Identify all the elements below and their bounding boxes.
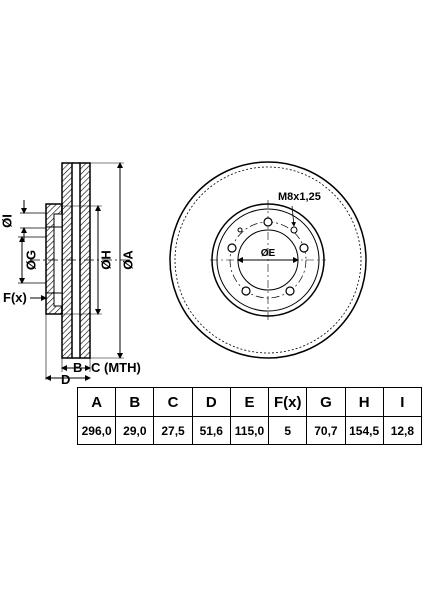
bolt-holes bbox=[227, 217, 309, 296]
value-H: 154,5 bbox=[344, 416, 384, 445]
header-E: E bbox=[229, 387, 270, 417]
dim-label-E: ØE bbox=[261, 248, 276, 259]
dim-label-G: ØG bbox=[23, 250, 38, 270]
value-C: 27,5 bbox=[153, 416, 193, 445]
header-B: B bbox=[115, 387, 155, 417]
dim-label-H: ØH bbox=[98, 250, 113, 270]
dim-label-F: F(x) bbox=[3, 290, 27, 305]
value-E: 115,0 bbox=[229, 416, 270, 445]
dim-label-A: ØA bbox=[120, 250, 135, 270]
value-D: 51,6 bbox=[191, 416, 231, 445]
value-G: 70,7 bbox=[306, 416, 346, 445]
bolt-thread-label: M8x1,25 bbox=[278, 191, 321, 203]
dim-label-I: ØI bbox=[0, 214, 14, 228]
value-I: 12,8 bbox=[382, 416, 423, 445]
header-I: I bbox=[382, 387, 423, 417]
table-header-row: A B C D E F(x) G H I bbox=[76, 387, 423, 417]
dim-label-D: D bbox=[61, 372, 70, 387]
value-B: 29,0 bbox=[115, 416, 155, 445]
dim-label-C: C (MTH) bbox=[91, 360, 141, 375]
header-F: F(x) bbox=[268, 387, 308, 417]
header-C: C bbox=[153, 387, 193, 417]
header-G: G bbox=[306, 387, 346, 417]
header-D: D bbox=[191, 387, 231, 417]
side-section-view: ØI ØG ØH ØA F(x) B C (MTH) D bbox=[0, 162, 141, 387]
value-A: 296,0 bbox=[76, 416, 117, 445]
header-A: A bbox=[76, 387, 117, 417]
dim-label-B: B bbox=[73, 360, 82, 375]
front-view: ØE M8x1,25 bbox=[169, 161, 367, 359]
dimension-table: A B C D E F(x) G H I 296,0 29,0 27,5 51,… bbox=[76, 387, 423, 445]
table-value-row: 296,0 29,0 27,5 51,6 115,0 5 70,7 154,5 … bbox=[76, 416, 423, 445]
header-H: H bbox=[344, 387, 384, 417]
value-F: 5 bbox=[268, 416, 308, 445]
